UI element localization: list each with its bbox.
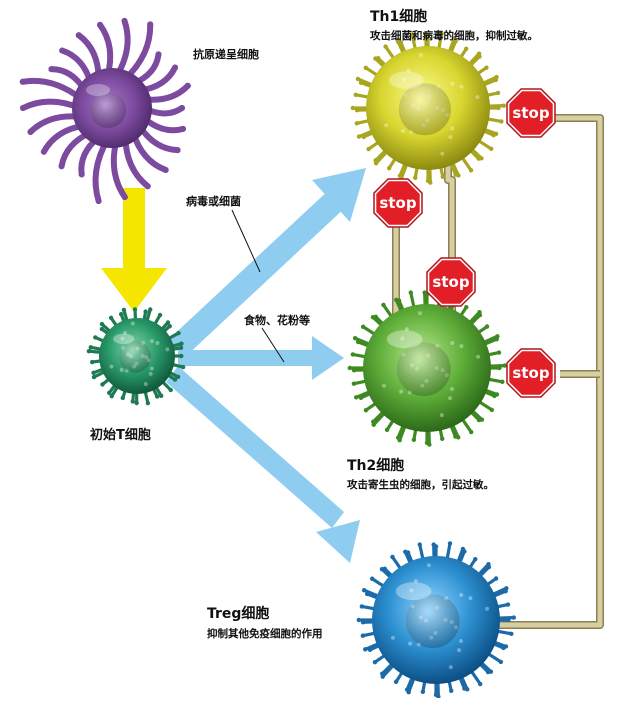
th1-description: 攻击细菌和病毒的细胞，抑制过敏。 — [370, 28, 538, 43]
stop-text: stop — [512, 104, 549, 122]
treg-title: Treg细胞 — [207, 603, 269, 623]
th2-cell — [348, 289, 507, 446]
path-label-food: 食物、花粉等 — [244, 312, 310, 328]
naive-t-cell-label: 初始T细胞 — [90, 424, 151, 443]
arrow-naive-to-treg — [166, 366, 360, 563]
path-label-bacteria: 病毒或细菌 — [186, 193, 241, 209]
th1-cell — [351, 31, 506, 185]
pointer-line-bacteria — [232, 210, 260, 272]
stop-text: stop — [432, 273, 469, 291]
th2-title: Th2细胞 — [347, 455, 404, 475]
arrow-apc-to-naive — [101, 188, 167, 312]
stop-sign-th2: stop — [507, 349, 555, 397]
th2-description: 攻击寄生虫的细胞，引起过敏。 — [347, 477, 494, 492]
th1-title: Th1细胞 — [370, 6, 427, 26]
stop-text: stop — [379, 194, 416, 212]
stop-sign-th1: stop — [507, 89, 555, 137]
treg-description: 抑制其他免疫细胞的作用 — [207, 626, 323, 641]
apc-label: 抗原递呈细胞 — [193, 46, 259, 62]
stop-text: stop — [512, 364, 549, 382]
stop-sign-th1-th2-center: stop — [427, 258, 475, 306]
arrow-naive-to-th2 — [178, 336, 344, 380]
stop-sign-th1-th2-left: stop — [374, 179, 422, 227]
apc-cell — [20, 18, 191, 204]
treg-cell — [357, 541, 516, 698]
naive-t-cell — [87, 307, 186, 405]
